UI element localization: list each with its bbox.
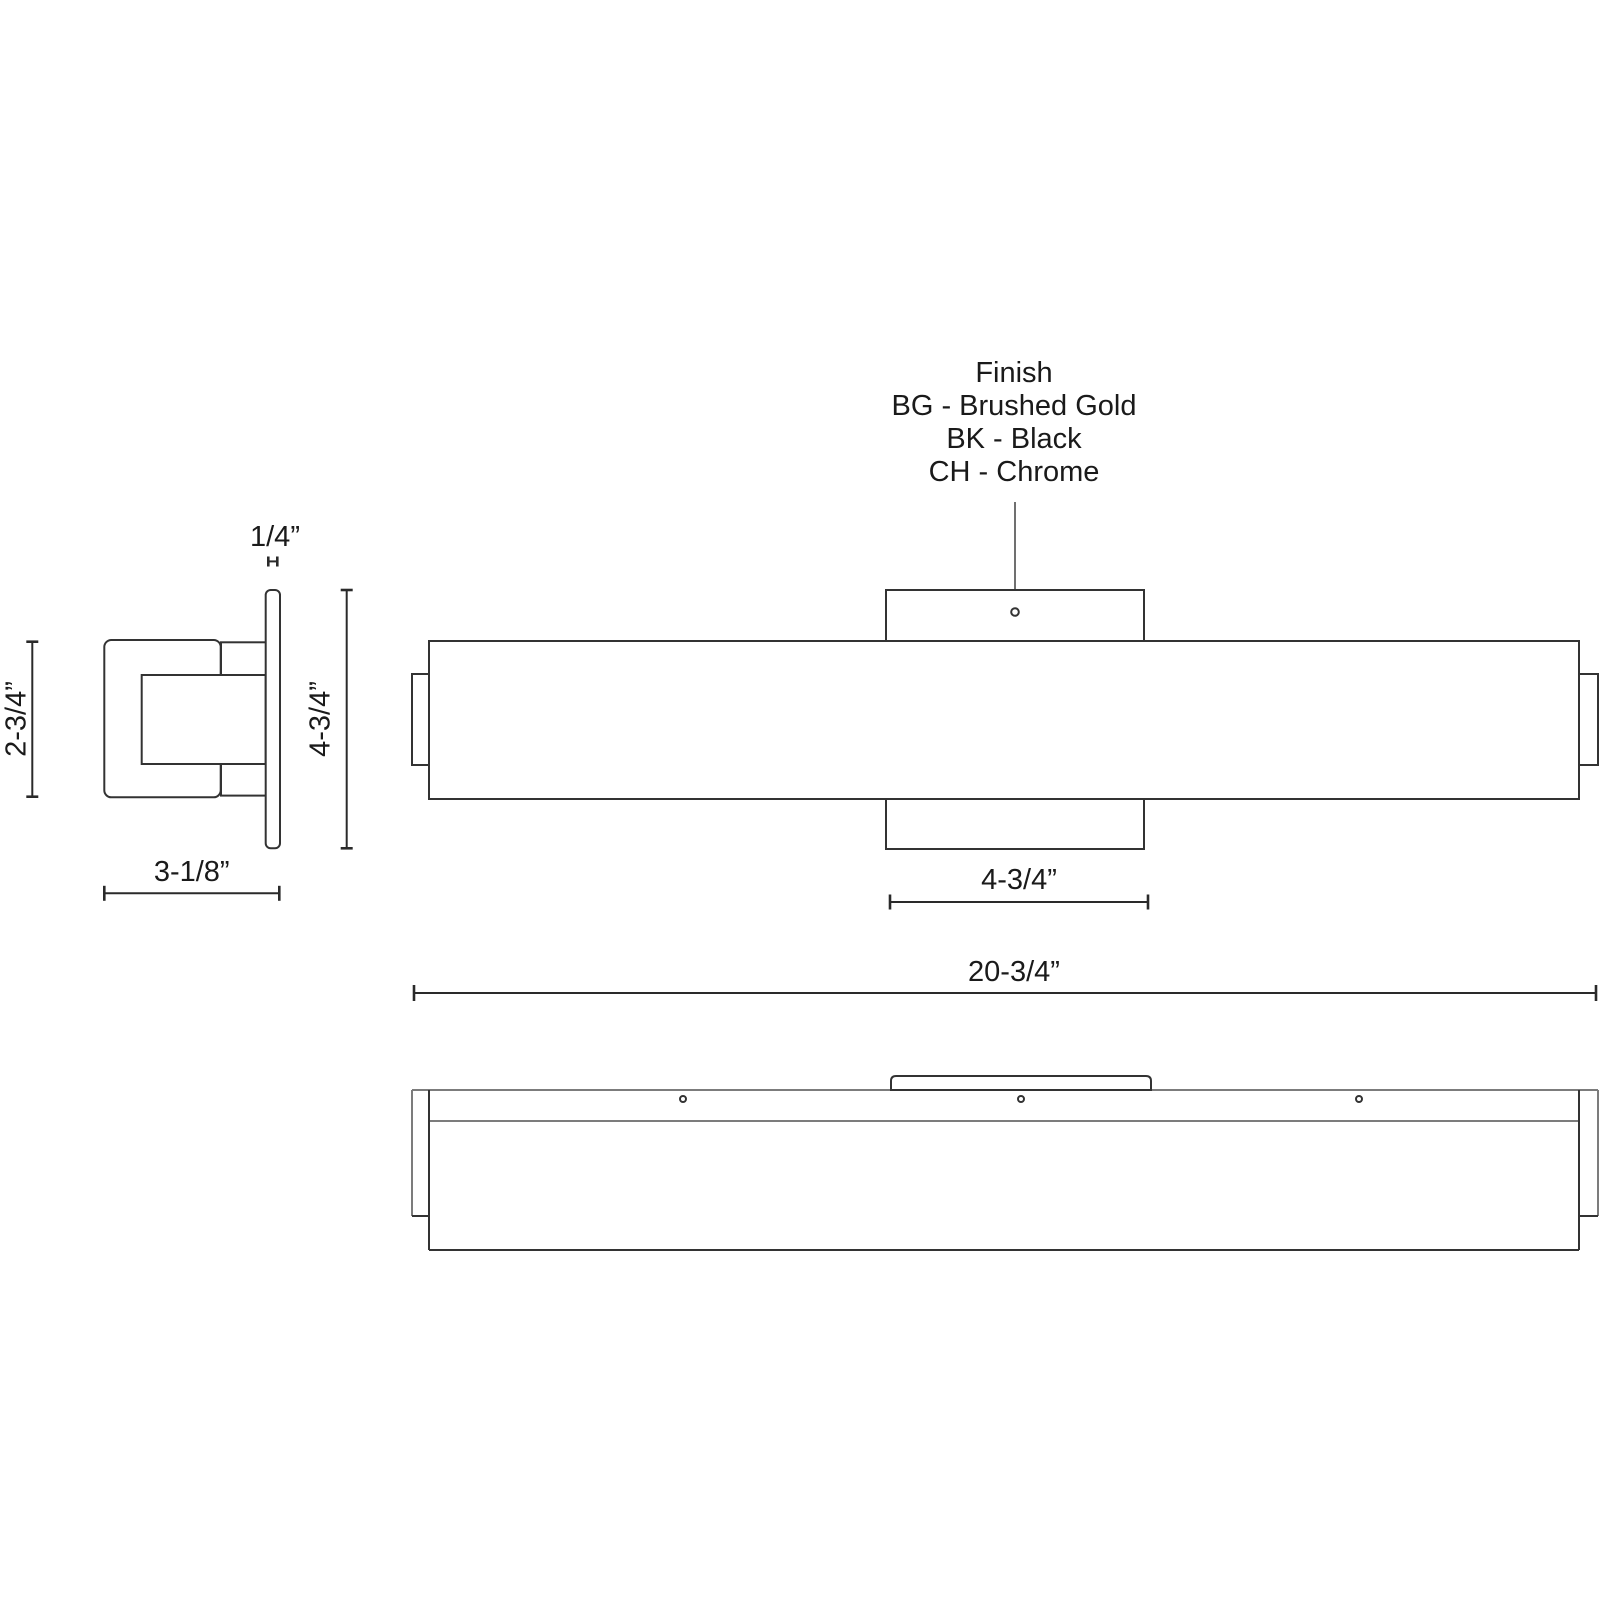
dim-plate-thickness: 1/4” bbox=[250, 521, 300, 567]
side-housing bbox=[140, 674, 267, 765]
bottom-screw-center-icon bbox=[1017, 1095, 1025, 1103]
side-wallplate bbox=[264, 589, 282, 850]
dim-label-overall-width: 20-3/4” bbox=[968, 956, 1060, 988]
dim-plate-height: 4-3/4” bbox=[305, 588, 353, 850]
dim-label-canopy-width: 4-3/4” bbox=[981, 864, 1057, 896]
dim-label-plate-height: 4-3/4” bbox=[305, 681, 337, 757]
front-light-bar bbox=[428, 640, 1580, 800]
finish-option-black: BK - Black bbox=[946, 423, 1082, 455]
dim-canopy-width: 4-3/4” bbox=[888, 864, 1150, 910]
bottom-canopy bbox=[890, 1075, 1152, 1091]
front-view bbox=[411, 589, 1599, 850]
bottom-screw-left-icon bbox=[679, 1095, 687, 1103]
bottom-screw-right-icon bbox=[1355, 1095, 1363, 1103]
dim-overall-width: 20-3/4” bbox=[412, 956, 1598, 1001]
dim-body-height: 2-3/4” bbox=[1, 640, 39, 799]
finish-option-brushed-gold: BG - Brushed Gold bbox=[892, 390, 1137, 422]
dim-label-backplate-depth: 3-1/8” bbox=[154, 856, 230, 888]
finish-option-chrome: CH - Chrome bbox=[929, 456, 1100, 488]
front-mount-screw-icon bbox=[1010, 607, 1020, 617]
dim-label-body-height: 2-3/4” bbox=[1, 681, 33, 757]
dim-backplate-depth: 3-1/8” bbox=[103, 856, 281, 901]
front-left-endcap bbox=[411, 673, 430, 766]
dim-label-plate-thickness: 1/4” bbox=[250, 521, 300, 553]
side-view bbox=[103, 589, 282, 850]
finish-note: Finish BG - Brushed Gold BK - Black CH -… bbox=[892, 357, 1137, 606]
front-right-endcap bbox=[1578, 673, 1599, 766]
bottom-view bbox=[411, 1075, 1599, 1251]
finish-note-title: Finish bbox=[975, 357, 1052, 389]
